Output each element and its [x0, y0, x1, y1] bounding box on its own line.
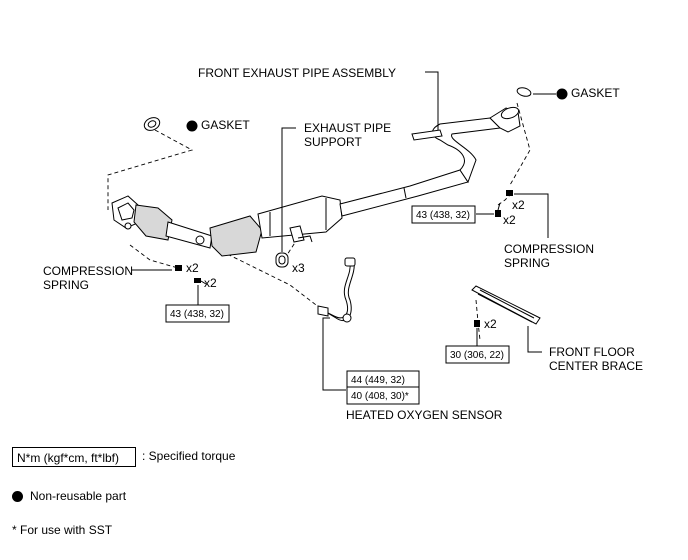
gasket-right-label: GASKET [571, 86, 620, 100]
torque-brace-value: 30 (306, 22) [450, 350, 504, 361]
compression-spring-right-label-2: SPRING [504, 256, 550, 270]
gasket-right-part [516, 87, 532, 97]
front-exhaust-pipe [111, 106, 521, 257]
compression-spring-right-part [506, 190, 513, 196]
torque-right-value: 43 (438, 32) [416, 210, 470, 221]
dashed-leaders [107, 102, 531, 341]
heated-oxygen-sensor-label: HEATED OXYGEN SENSOR [346, 408, 503, 422]
non-reusable-dot-gasket-left [186, 120, 198, 132]
compression-spring-left-label-1: COMPRESSION [43, 264, 133, 278]
front-floor-center-brace-label-1: FRONT FLOOR [549, 345, 635, 359]
bolt-right-part [495, 202, 501, 217]
torque-left-value: 43 (438, 32) [170, 309, 224, 320]
heated-oxygen-sensor-part [317, 257, 356, 323]
brace-bolt-part [474, 320, 480, 327]
front-exhaust-pipe-label: FRONT EXHAUST PIPE ASSEMBLY [198, 66, 396, 80]
exhaust-pipe-support-label-1: EXHAUST PIPE [304, 121, 391, 135]
exhaust-exploded-diagram: GASKET GASKET FRONT EXH [43, 66, 643, 422]
non-reusable-dot-gasket-right [556, 88, 568, 100]
legend-torque-desc: : Specified torque [142, 449, 236, 463]
gasket-left-part [143, 117, 161, 131]
compression-spring-left-label-2: SPRING [43, 278, 89, 292]
right-spring-quantity: x2 [512, 198, 525, 212]
legend-torque-unit-box: N*m (kgf*cm, ft*lbf) [12, 447, 136, 467]
torque-box-right [411, 205, 476, 224]
exhaust-pipe-support-label-2: SUPPORT [304, 135, 362, 149]
legend-non-reusable-dot [12, 491, 23, 502]
exhaust-pipe-support-part [275, 252, 289, 268]
front-floor-center-brace-label-2: CENTER BRACE [549, 359, 643, 373]
left-spring-quantity: x2 [186, 261, 199, 275]
front-floor-center-brace-part [471, 285, 541, 325]
torque-box-left [165, 304, 230, 323]
right-bolt-quantity: x2 [503, 213, 516, 227]
legend-non-reusable-text: Non-reusable part [30, 489, 127, 503]
gasket-left-label: GASKET [201, 118, 250, 132]
support-quantity: x3 [292, 261, 305, 275]
torque-box-brace [445, 345, 510, 364]
torque-sensor-value-2: 40 (408, 30)* [351, 391, 409, 402]
legend-sst-note: * For use with SST [12, 523, 113, 537]
left-bolt-quantity: x2 [204, 276, 217, 290]
torque-sensor-value-1: 44 (449, 32) [351, 375, 405, 386]
bolt-left-part [194, 278, 207, 285]
compression-spring-right-label-1: COMPRESSION [504, 242, 594, 256]
brace-bolt-quantity: x2 [484, 317, 497, 331]
compression-spring-left-part [175, 265, 182, 271]
